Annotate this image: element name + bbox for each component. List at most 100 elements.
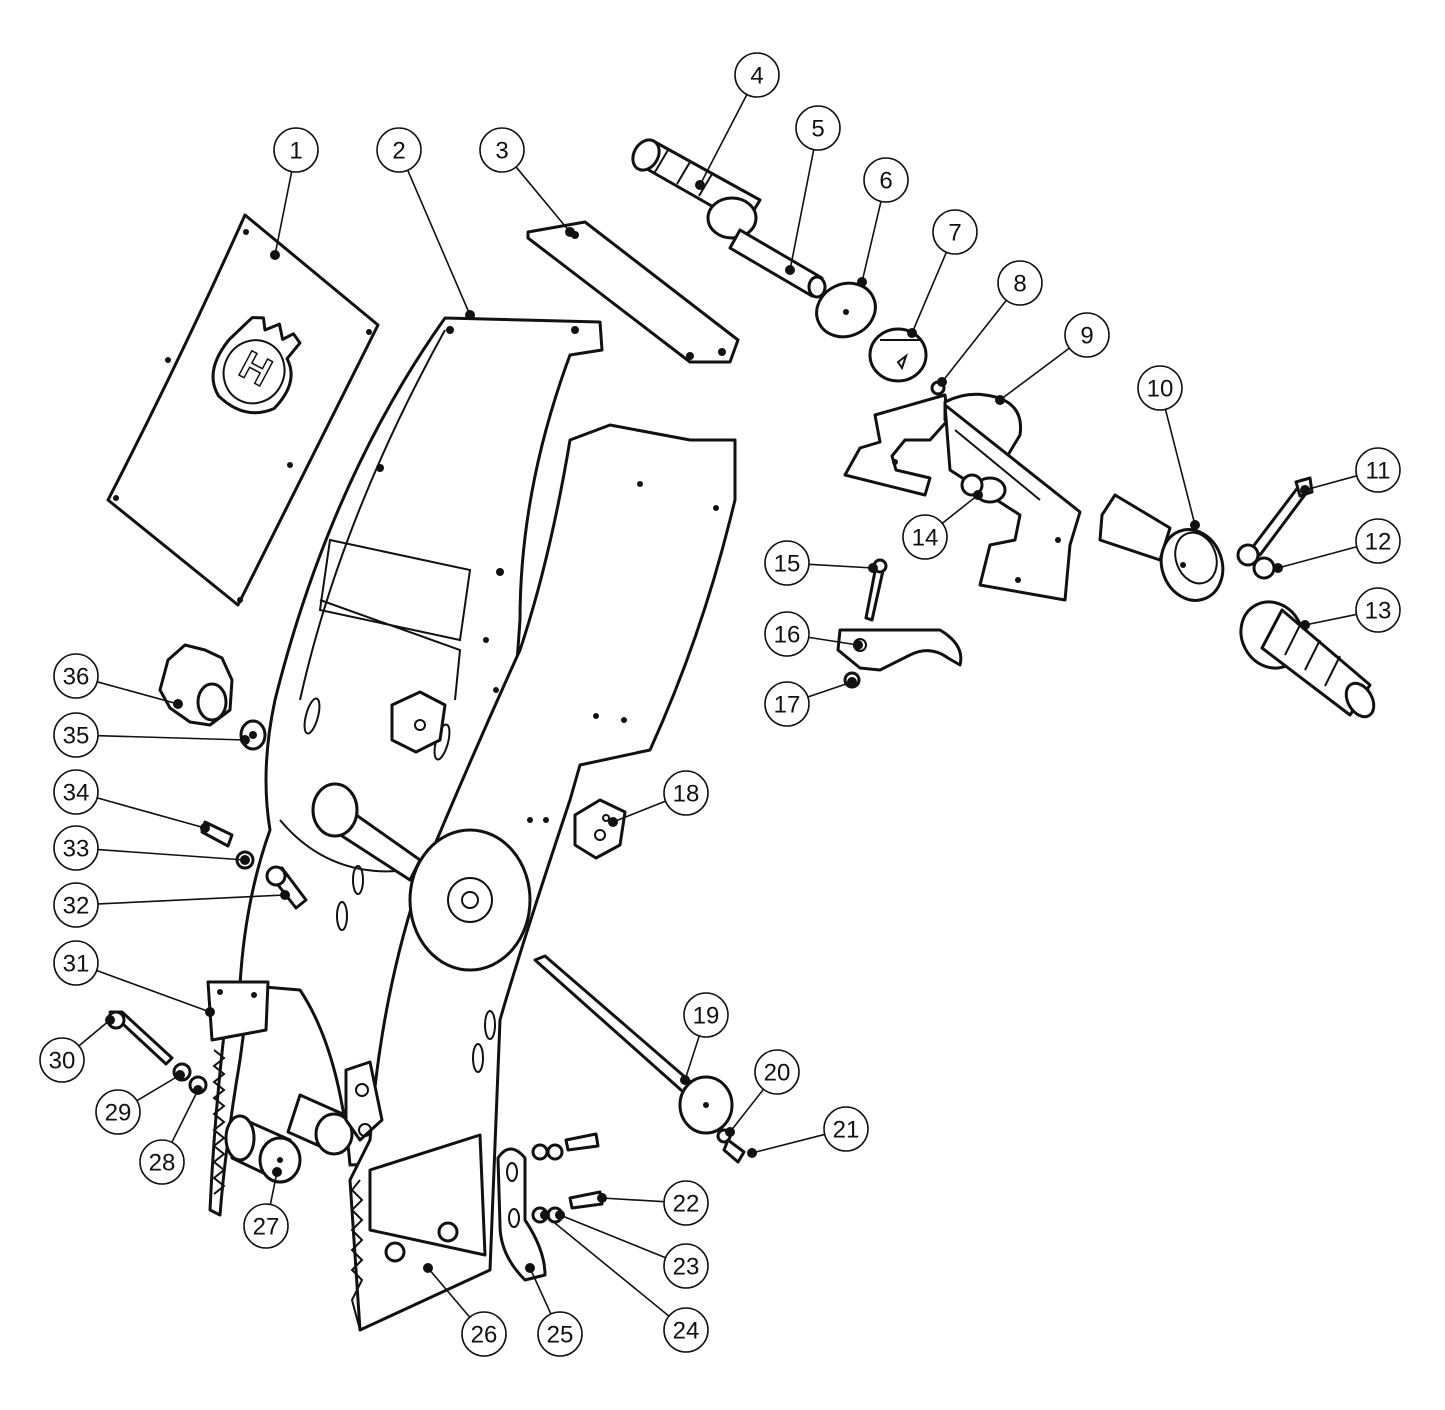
callout-number: 13 bbox=[1365, 598, 1392, 625]
callout-number: 5 bbox=[811, 116, 824, 143]
callout-circle bbox=[53, 769, 99, 815]
leader-dot-22 bbox=[597, 1193, 607, 1203]
leader-line-17 bbox=[807, 681, 853, 698]
leader-line-33 bbox=[97, 848, 246, 861]
callout-number: 24 bbox=[673, 1318, 700, 1345]
callout-32: 32 bbox=[53, 882, 99, 928]
leader-dot-11 bbox=[1300, 485, 1310, 495]
callout-number: 22 bbox=[673, 1191, 700, 1218]
callout-27: 27 bbox=[243, 1203, 289, 1249]
callout-circle bbox=[243, 1203, 289, 1249]
rollers-27 bbox=[224, 1093, 354, 1184]
callout-circle bbox=[53, 882, 99, 928]
leader-line-26 bbox=[427, 1267, 471, 1318]
block-18 bbox=[573, 798, 627, 860]
leader-dot-16 bbox=[853, 640, 863, 650]
callout-number: 4 bbox=[750, 63, 763, 90]
callout-number: 26 bbox=[471, 1322, 498, 1349]
callout-number: 27 bbox=[253, 1214, 280, 1241]
leader-line-5 bbox=[789, 149, 815, 271]
leader-line-36 bbox=[97, 681, 179, 705]
callout-number: 36 bbox=[63, 664, 90, 691]
clamp-bracket bbox=[344, 1060, 384, 1142]
leader-dot-5 bbox=[785, 265, 795, 275]
leader-dot-15 bbox=[868, 563, 878, 573]
callout-circle bbox=[95, 1089, 141, 1135]
callout-circle bbox=[139, 1139, 185, 1185]
lower-left-strip bbox=[206, 980, 270, 1217]
callout-33: 33 bbox=[53, 825, 99, 871]
callout-number: 21 bbox=[833, 1117, 860, 1144]
callout-24: 24 bbox=[663, 1307, 709, 1353]
callout-number: 1 bbox=[289, 138, 302, 165]
leader-dot-24 bbox=[540, 1210, 550, 1220]
leader-dot-34 bbox=[200, 823, 210, 833]
top-bar bbox=[526, 220, 740, 364]
leader-line-29 bbox=[136, 1074, 181, 1102]
callout-circle bbox=[932, 209, 978, 255]
callout-number: 31 bbox=[63, 951, 90, 978]
callout-number: 20 bbox=[764, 1060, 791, 1087]
leader-dot-21 bbox=[747, 1148, 757, 1158]
leader-line-15 bbox=[808, 563, 874, 569]
callout-number: 34 bbox=[63, 780, 90, 807]
leader-line-24 bbox=[544, 1214, 670, 1317]
leader-line-11 bbox=[1304, 475, 1357, 491]
callout-circle bbox=[1137, 365, 1183, 411]
callout-circle bbox=[734, 52, 780, 98]
knob-cap-7 bbox=[868, 327, 928, 383]
callout-7: 7 bbox=[932, 209, 978, 255]
leader-dot-1 bbox=[270, 250, 280, 260]
callout-31: 31 bbox=[53, 940, 99, 986]
leader-line-28 bbox=[171, 1089, 199, 1143]
block-upper bbox=[390, 690, 447, 754]
callout-10: 10 bbox=[1137, 365, 1183, 411]
callout-number: 11 bbox=[1366, 458, 1391, 485]
callout-circle bbox=[663, 1180, 709, 1226]
cover-panel: H bbox=[106, 213, 380, 607]
clamp-ring bbox=[1098, 493, 1225, 602]
callout-number: 16 bbox=[774, 622, 801, 649]
leader-line-13 bbox=[1304, 613, 1357, 626]
leader-dot-36 bbox=[173, 699, 183, 709]
leader-dot-29 bbox=[175, 1070, 185, 1080]
leader-dot-28 bbox=[193, 1085, 203, 1095]
callout-circle bbox=[53, 712, 99, 758]
bracket-assembly bbox=[843, 392, 1082, 602]
callout-circle bbox=[663, 770, 709, 816]
leader-line-20 bbox=[729, 1088, 765, 1133]
callout-number: 9 bbox=[1080, 323, 1093, 350]
callout-5: 5 bbox=[795, 105, 841, 151]
callout-number: 18 bbox=[673, 781, 700, 808]
callout-22: 22 bbox=[663, 1180, 709, 1226]
leader-line-4 bbox=[699, 94, 748, 186]
callout-number: 23 bbox=[673, 1254, 700, 1281]
callout-9: 9 bbox=[1064, 312, 1110, 358]
callout-circle bbox=[795, 105, 841, 151]
callout-circle bbox=[1355, 587, 1401, 633]
callout-circle bbox=[754, 1049, 800, 1095]
screws-22 bbox=[564, 1132, 604, 1210]
leader-dot-9 bbox=[995, 395, 1005, 405]
washers-23-24 bbox=[531, 1143, 564, 1224]
leader-dot-35 bbox=[240, 735, 250, 745]
callout-circle bbox=[683, 992, 729, 1038]
callout-19: 19 bbox=[683, 992, 729, 1038]
leader-line-9 bbox=[999, 347, 1070, 401]
lever-16 bbox=[836, 628, 963, 672]
callout-13: 13 bbox=[1355, 587, 1401, 633]
callout-number: 3 bbox=[495, 138, 508, 165]
leader-dot-12 bbox=[1273, 563, 1283, 573]
callout-circle bbox=[663, 1243, 709, 1289]
leader-dot-31 bbox=[205, 1007, 215, 1017]
leader-line-27 bbox=[269, 1171, 278, 1205]
leader-dot-7 bbox=[907, 328, 917, 338]
callout-number: 19 bbox=[693, 1003, 720, 1030]
callout-16: 16 bbox=[764, 611, 810, 657]
callout-12: 12 bbox=[1355, 518, 1401, 564]
leader-line-2 bbox=[406, 169, 471, 316]
leader-line-23 bbox=[559, 1214, 666, 1259]
callout-circle bbox=[53, 940, 99, 986]
callout-number: 30 bbox=[49, 1048, 76, 1075]
